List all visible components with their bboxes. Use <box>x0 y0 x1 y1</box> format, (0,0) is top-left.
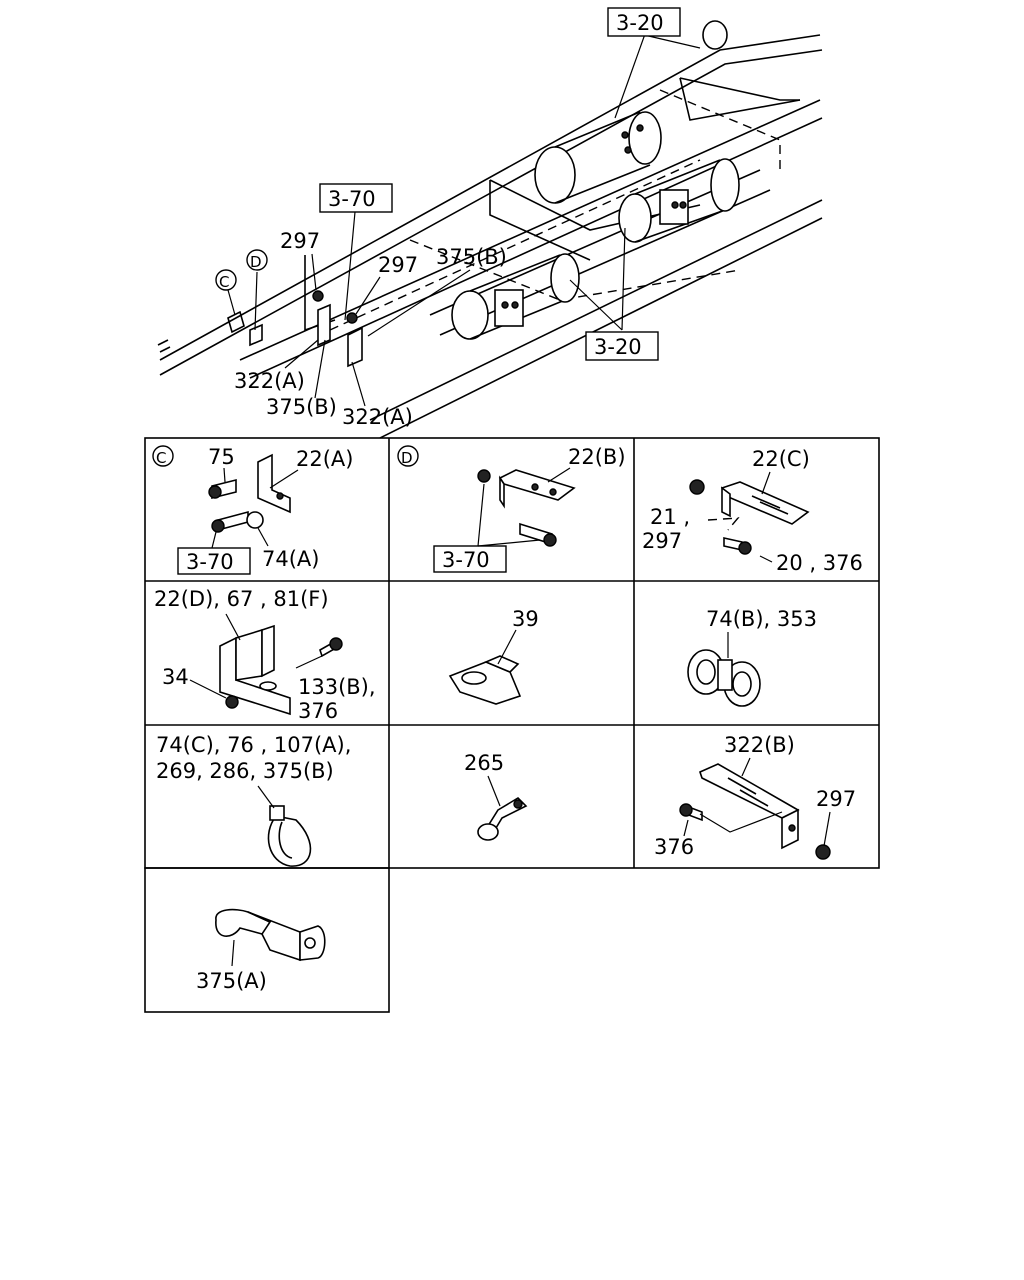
view-marker-d: D <box>246 249 268 271</box>
part-label: 22(B) <box>568 445 626 469</box>
cell-h: 74(B), 353 <box>687 607 817 707</box>
part-label: 34 <box>162 665 189 689</box>
part-label: 297 <box>280 229 320 253</box>
overview-leaders <box>227 33 701 407</box>
part-label: 375(B) <box>436 245 507 269</box>
ref-label: 3-70 <box>442 548 490 572</box>
part-label: 297 <box>816 787 856 811</box>
cell-l: 375(A) <box>196 908 326 993</box>
part-label: 22(A) <box>296 447 353 471</box>
part-label: 322(A) <box>234 369 305 393</box>
part-label: 74(B), 353 <box>706 607 817 631</box>
part-label: 20 , 376 <box>776 551 863 575</box>
cell-f: 22(D), 67 , 81(F) 34 133(B), 376 <box>154 587 376 723</box>
part-label: 39 <box>512 607 539 631</box>
marker-label: C <box>156 449 166 467</box>
part-label: 75 <box>208 445 235 469</box>
frame-overview <box>157 20 823 439</box>
part-label: 133(B), <box>298 675 376 699</box>
cell-c: C 75 22(A) 74(A) 3-70 <box>152 445 353 575</box>
part-label: 376 <box>298 699 338 723</box>
part-label: 375(B) <box>266 395 337 419</box>
part-label: 74(C), 76 , 107(A), <box>156 733 351 757</box>
part-label: 322(B) <box>724 733 795 757</box>
cell-i: 74(C), 76 , 107(A), 269, 286, 375(B) <box>156 733 351 867</box>
ref-label: 3-20 <box>594 335 642 359</box>
part-label: 297 <box>642 529 682 553</box>
part-label: 22(C) <box>752 447 810 471</box>
overview-ref-3-20-top: 3-20 <box>607 7 681 37</box>
part-label: 74(A) <box>262 547 319 571</box>
part-label: 376 <box>654 835 694 859</box>
part-label: 322(A) <box>342 405 413 429</box>
part-label: 297 <box>378 253 418 277</box>
part-label: 21 , <box>650 505 690 529</box>
ref-label: 3-70 <box>328 187 376 211</box>
part-label: 265 <box>464 751 504 775</box>
cell-j: 265 <box>464 751 528 841</box>
cell-d: D 22(B) 3-70 <box>397 445 626 573</box>
part-label: 269, 286, 375(B) <box>156 759 334 783</box>
part-label: 22(D), 67 , 81(F) <box>154 587 329 611</box>
ref-label: 3-70 <box>186 550 234 574</box>
view-marker-c: C <box>215 269 237 291</box>
marker-label: C <box>219 273 229 291</box>
ref-label: 3-20 <box>616 11 664 35</box>
cell-e: 22(C) 21 , 297 20 , 376 <box>642 447 863 575</box>
cell-g: 39 <box>448 607 539 705</box>
overview-ref-3-20-bottom: 3-20 <box>585 331 659 361</box>
cell-k: 322(B) 297 376 <box>654 733 856 860</box>
detail-grid <box>144 437 880 1013</box>
marker-label: D <box>250 253 262 271</box>
marker-label: D <box>401 449 413 467</box>
part-label: 375(A) <box>196 969 267 993</box>
overview-ref-3-70: 3-70 <box>319 183 393 213</box>
